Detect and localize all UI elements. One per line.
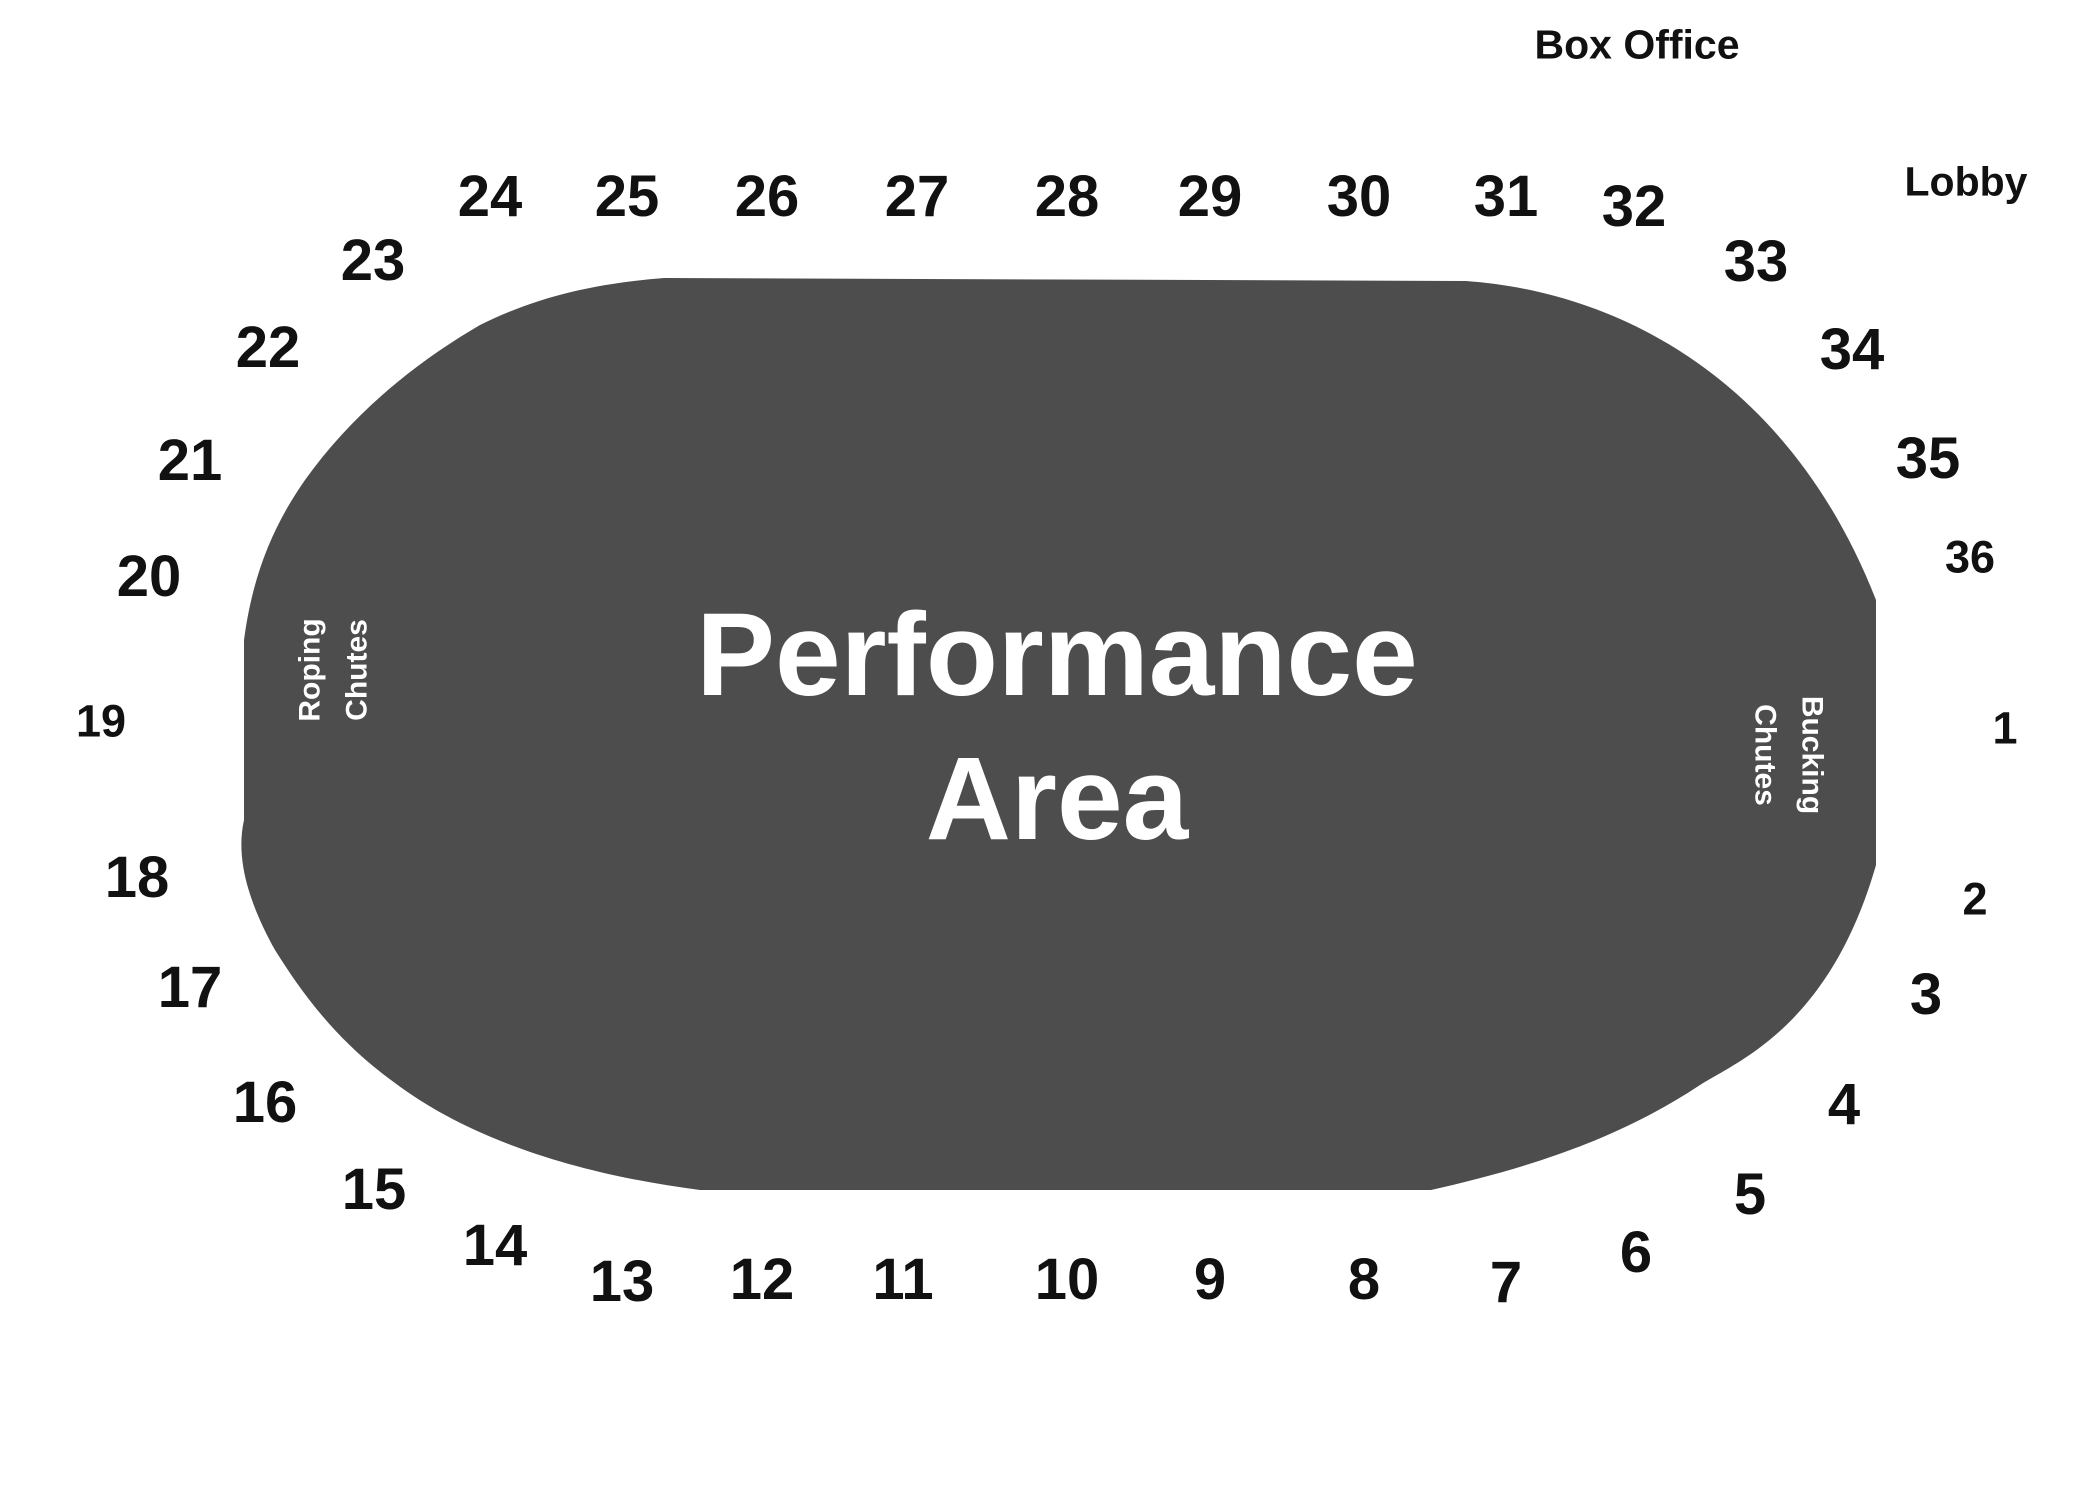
section-24[interactable]: 24 — [457, 164, 523, 229]
performance-area-shape — [241, 278, 1877, 1190]
section-4[interactable]: 4 — [1827, 1072, 1861, 1137]
section-7[interactable]: 7 — [1489, 1250, 1523, 1315]
section-27[interactable]: 27 — [884, 164, 950, 229]
box-office-label: Box Office — [1534, 21, 1740, 68]
section-14[interactable]: 14 — [462, 1213, 528, 1278]
section-17[interactable]: 17 — [157, 955, 223, 1020]
section-12[interactable]: 12 — [729, 1247, 795, 1312]
section-35[interactable]: 35 — [1895, 426, 1961, 491]
section-25[interactable]: 25 — [594, 164, 660, 229]
section-28[interactable]: 28 — [1034, 164, 1100, 229]
bucking-chutes-line2: Chutes — [1749, 704, 1782, 806]
section-23[interactable]: 23 — [340, 228, 406, 293]
section-20[interactable]: 20 — [116, 544, 182, 609]
section-3[interactable]: 3 — [1909, 962, 1943, 1027]
lobby-label: Lobby — [1904, 158, 2028, 205]
section-8[interactable]: 8 — [1347, 1247, 1381, 1312]
section-6[interactable]: 6 — [1619, 1220, 1653, 1285]
section-30[interactable]: 30 — [1326, 164, 1392, 229]
section-36[interactable]: 36 — [1944, 531, 1996, 583]
section-21[interactable]: 21 — [157, 428, 223, 493]
section-11[interactable]: 11 — [872, 1247, 934, 1312]
section-26[interactable]: 26 — [734, 164, 800, 229]
section-29[interactable]: 29 — [1177, 164, 1243, 229]
section-22[interactable]: 22 — [235, 315, 301, 380]
section-9[interactable]: 9 — [1193, 1247, 1227, 1312]
performance-area-title-line1: Performance — [696, 589, 1418, 721]
section-2[interactable]: 2 — [1962, 873, 1988, 925]
roping-chutes-line2: Chutes — [340, 619, 373, 721]
section-33[interactable]: 33 — [1723, 229, 1789, 294]
section-10[interactable]: 10 — [1034, 1247, 1100, 1312]
section-34[interactable]: 34 — [1819, 317, 1885, 382]
roping-chutes-label: Roping Chutes — [288, 618, 381, 721]
section-5[interactable]: 5 — [1733, 1162, 1767, 1227]
roping-chutes-line1: Roping — [293, 618, 327, 722]
bucking-chutes-line1: Bucking — [1795, 695, 1829, 815]
section-19[interactable]: 19 — [75, 695, 127, 747]
section-16[interactable]: 16 — [232, 1070, 298, 1135]
section-18[interactable]: 18 — [104, 845, 170, 910]
bucking-chutes-label: Bucking Chutes — [1742, 696, 1835, 814]
section-13[interactable]: 13 — [589, 1249, 655, 1314]
section-15[interactable]: 15 — [341, 1157, 407, 1222]
section-32[interactable]: 32 — [1601, 174, 1667, 239]
section-1[interactable]: 1 — [1992, 702, 2018, 754]
section-31[interactable]: 31 — [1473, 164, 1539, 229]
performance-area-title-line2: Area — [925, 733, 1189, 865]
